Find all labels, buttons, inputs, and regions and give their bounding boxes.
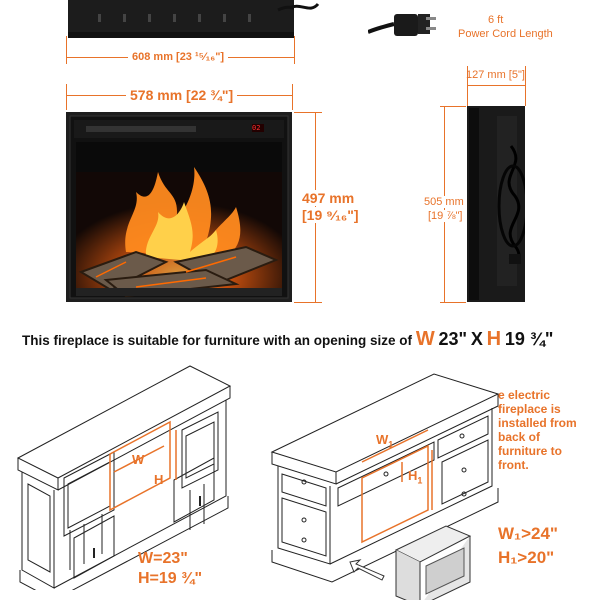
fireplace-side [467,106,529,302]
plug-icon [368,14,436,36]
front-width-label: 578 mm [22 ¾"] [126,87,238,103]
right-cabinet-graphic [270,373,500,583]
heater-top-view [68,0,302,40]
front-height-in: [19 ⁹⁄₁₆"] [302,207,359,223]
left-h-label: H [154,472,164,487]
opening-size-headline: This fireplace is suitable for furniture… [22,328,553,351]
headline-text: This fireplace is suitable for furniture… [22,333,413,348]
right-w-letter: W [376,432,389,447]
left-w-label: W [132,452,145,467]
install-note: e electric fireplace is installed from b… [498,388,577,472]
headline-w: W [415,328,435,350]
right-w-label: W1 [376,432,393,450]
left-h-result: H=19 ¾" [138,570,203,587]
cord-end [290,2,320,10]
left-opening-outline [109,420,177,512]
headline-h: H [486,328,502,350]
temperature-display: 02 [252,124,261,132]
right-cabinet-drawing: W1 H1 [266,370,506,600]
cord-length-value: 6 ft [488,14,504,26]
left-cabinet-drawing: W H W=23" H=19 ¾" [14,360,234,601]
fireplace-front-graphic [66,112,292,302]
right-h-result: H₁>20" [498,548,555,567]
top-width-label: 608 mm [23 ¹⁵⁄₁₆"] [128,51,229,63]
right-w-sub: 1 [388,439,394,450]
headline-h-value: 19 ¾" [504,329,554,349]
right-h-label: H1 [408,468,422,486]
cord-length-label: Power Cord Length [458,28,553,40]
right-h-sub: 1 [417,475,423,486]
heater-top-graphic [68,0,302,38]
fireplace-side-graphic [467,106,529,302]
fireplace-front: 02 [66,112,292,302]
side-depth-label: 127 mm [5"] [466,69,525,81]
right-opening-outline [361,429,433,544]
right-h-letter: H [408,468,418,483]
headline-x: X [470,329,483,349]
right-w-result: W₁>24" [498,524,558,543]
left-w-result: W=23" [138,550,188,567]
insert-unit-graphic [394,525,472,600]
side-height-in: [19 ⅞"] [428,210,463,222]
front-height-mm: 497 mm [302,190,355,206]
insert-arrow-icon [349,559,385,581]
side-height-mm: 505 mm [424,196,464,208]
headline-w-value: 23" [438,329,468,349]
